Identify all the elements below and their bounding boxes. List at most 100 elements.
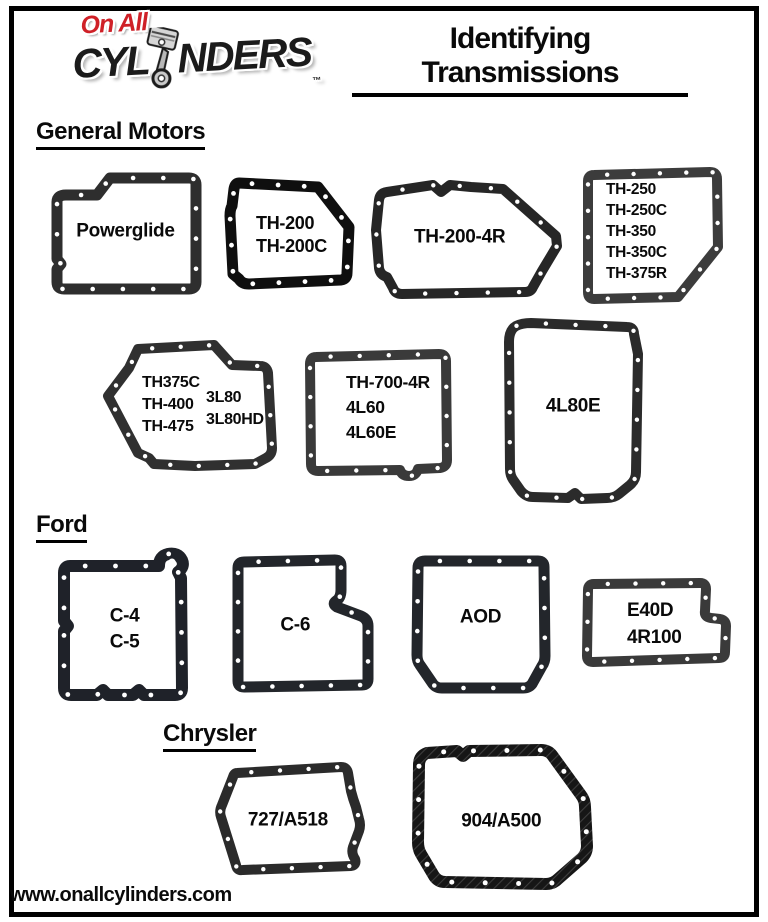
section-heading-chrysler: Chrysler bbox=[163, 720, 257, 752]
bolt-hole bbox=[178, 599, 184, 605]
bolt-hole bbox=[308, 424, 313, 429]
bolt-hole bbox=[541, 576, 547, 581]
bolt-hole bbox=[635, 357, 641, 363]
bolt-hole bbox=[113, 383, 119, 388]
bolt-hole bbox=[150, 286, 156, 292]
bolt-hole bbox=[225, 462, 230, 468]
bolt-hole bbox=[423, 291, 428, 296]
bolt-hole bbox=[308, 453, 314, 458]
bolt-hole bbox=[325, 468, 330, 474]
bolt-hole bbox=[339, 215, 344, 220]
bolt-hole bbox=[514, 323, 519, 328]
bolt-hole bbox=[235, 629, 241, 634]
bolt-hole bbox=[661, 581, 666, 586]
bolt-hole bbox=[507, 380, 512, 385]
bolt-hole bbox=[229, 242, 234, 248]
bolt-hole bbox=[583, 829, 589, 835]
bolt-hole bbox=[415, 830, 421, 836]
gasket-label-4l80e: 4L80E bbox=[545, 395, 601, 417]
bolt-hole bbox=[723, 635, 728, 641]
bolt-hole bbox=[61, 663, 67, 669]
gasket-outline-th250 bbox=[583, 167, 723, 304]
bolt-hole bbox=[234, 864, 239, 869]
bolt-hole bbox=[227, 216, 233, 222]
bolt-hole bbox=[112, 407, 118, 412]
bolt-hole bbox=[449, 879, 455, 885]
bolt-hole bbox=[516, 289, 522, 295]
gasket-label-e40d: E40D 4R100 bbox=[627, 600, 682, 648]
bolt-hole bbox=[585, 235, 591, 240]
bolt-hole bbox=[657, 657, 662, 663]
bolt-hole bbox=[554, 244, 559, 249]
bolt-hole bbox=[415, 628, 420, 634]
gasket-c6: C-6 bbox=[231, 553, 377, 695]
bolt-hole bbox=[658, 295, 663, 300]
bolt-hole bbox=[161, 175, 166, 181]
bolt-hole bbox=[365, 659, 371, 664]
bolt-hole bbox=[631, 171, 636, 177]
bolt-hole bbox=[524, 493, 530, 498]
bolt-hole bbox=[703, 595, 708, 600]
bolt-hole bbox=[409, 473, 415, 478]
bolt-hole bbox=[58, 261, 63, 266]
logo-brand-left: CYL bbox=[71, 37, 150, 87]
bolt-hole bbox=[344, 264, 350, 270]
bolt-hole bbox=[714, 246, 719, 252]
bolt-hole bbox=[82, 563, 88, 569]
bolt-hole bbox=[306, 766, 311, 772]
bolt-hole bbox=[126, 432, 131, 437]
bolt-hole bbox=[543, 321, 549, 326]
bolt-hole bbox=[631, 328, 636, 333]
bolt-hole bbox=[275, 182, 281, 188]
bolt-hole bbox=[193, 236, 199, 241]
bolt-hole bbox=[307, 365, 313, 371]
bolt-hole bbox=[178, 690, 183, 696]
bolt-hole bbox=[482, 880, 488, 886]
bolt-hole bbox=[374, 232, 379, 237]
gasket-904-a500: 904/A500 bbox=[411, 743, 603, 905]
gasket-th200: TH-200 TH-200C bbox=[224, 176, 355, 292]
gasket-c4-c5: C-4 C-5 bbox=[56, 547, 196, 704]
bolt-hole bbox=[585, 287, 591, 293]
page-title: Identifying Transmissions bbox=[352, 22, 688, 97]
bolt-hole bbox=[193, 206, 199, 211]
bolt-hole bbox=[609, 495, 615, 500]
bolt-hole bbox=[225, 836, 231, 842]
bolt-hole bbox=[539, 664, 544, 670]
bolt-hole bbox=[61, 575, 67, 580]
bolt-hole bbox=[261, 867, 266, 872]
bolt-hole bbox=[461, 685, 466, 691]
bolt-hole bbox=[415, 658, 421, 664]
bolt-hole bbox=[635, 387, 640, 393]
bolt-hole bbox=[120, 286, 126, 292]
bolt-hole bbox=[318, 864, 323, 870]
bolt-hole bbox=[337, 594, 343, 599]
bolt-hole bbox=[504, 748, 510, 753]
gasket-label-th400: TH375C TH-400 TH-475 bbox=[142, 374, 200, 435]
bolt-hole bbox=[270, 684, 275, 689]
bolt-hole bbox=[580, 496, 585, 502]
bolt-hole bbox=[602, 659, 607, 664]
bolt-hole bbox=[376, 201, 381, 206]
bolt-hole bbox=[179, 660, 185, 666]
bolt-hole bbox=[314, 558, 320, 563]
bolt-hole bbox=[415, 352, 421, 357]
gasket-label-904-a500: 904/A500 bbox=[461, 810, 542, 832]
bolt-hole bbox=[415, 599, 420, 604]
gasket-outline-c6 bbox=[232, 554, 374, 693]
bolt-hole bbox=[328, 278, 334, 283]
bolt-hole bbox=[561, 768, 567, 774]
bolt-hole bbox=[181, 286, 186, 292]
bolt-hole bbox=[218, 809, 223, 814]
bolt-hole bbox=[347, 863, 352, 869]
bolt-hole bbox=[443, 355, 448, 360]
bolt-hole bbox=[277, 768, 283, 773]
gasket-th200-4r: TH-200-4R bbox=[371, 179, 562, 299]
bolt-hole bbox=[328, 354, 333, 359]
gasket-label-powerglide: Powerglide bbox=[76, 220, 175, 242]
bolt-hole bbox=[507, 410, 512, 415]
bolt-hole bbox=[148, 692, 154, 698]
bolt-hole bbox=[328, 683, 334, 688]
gasket-outline-th400 bbox=[103, 340, 277, 471]
